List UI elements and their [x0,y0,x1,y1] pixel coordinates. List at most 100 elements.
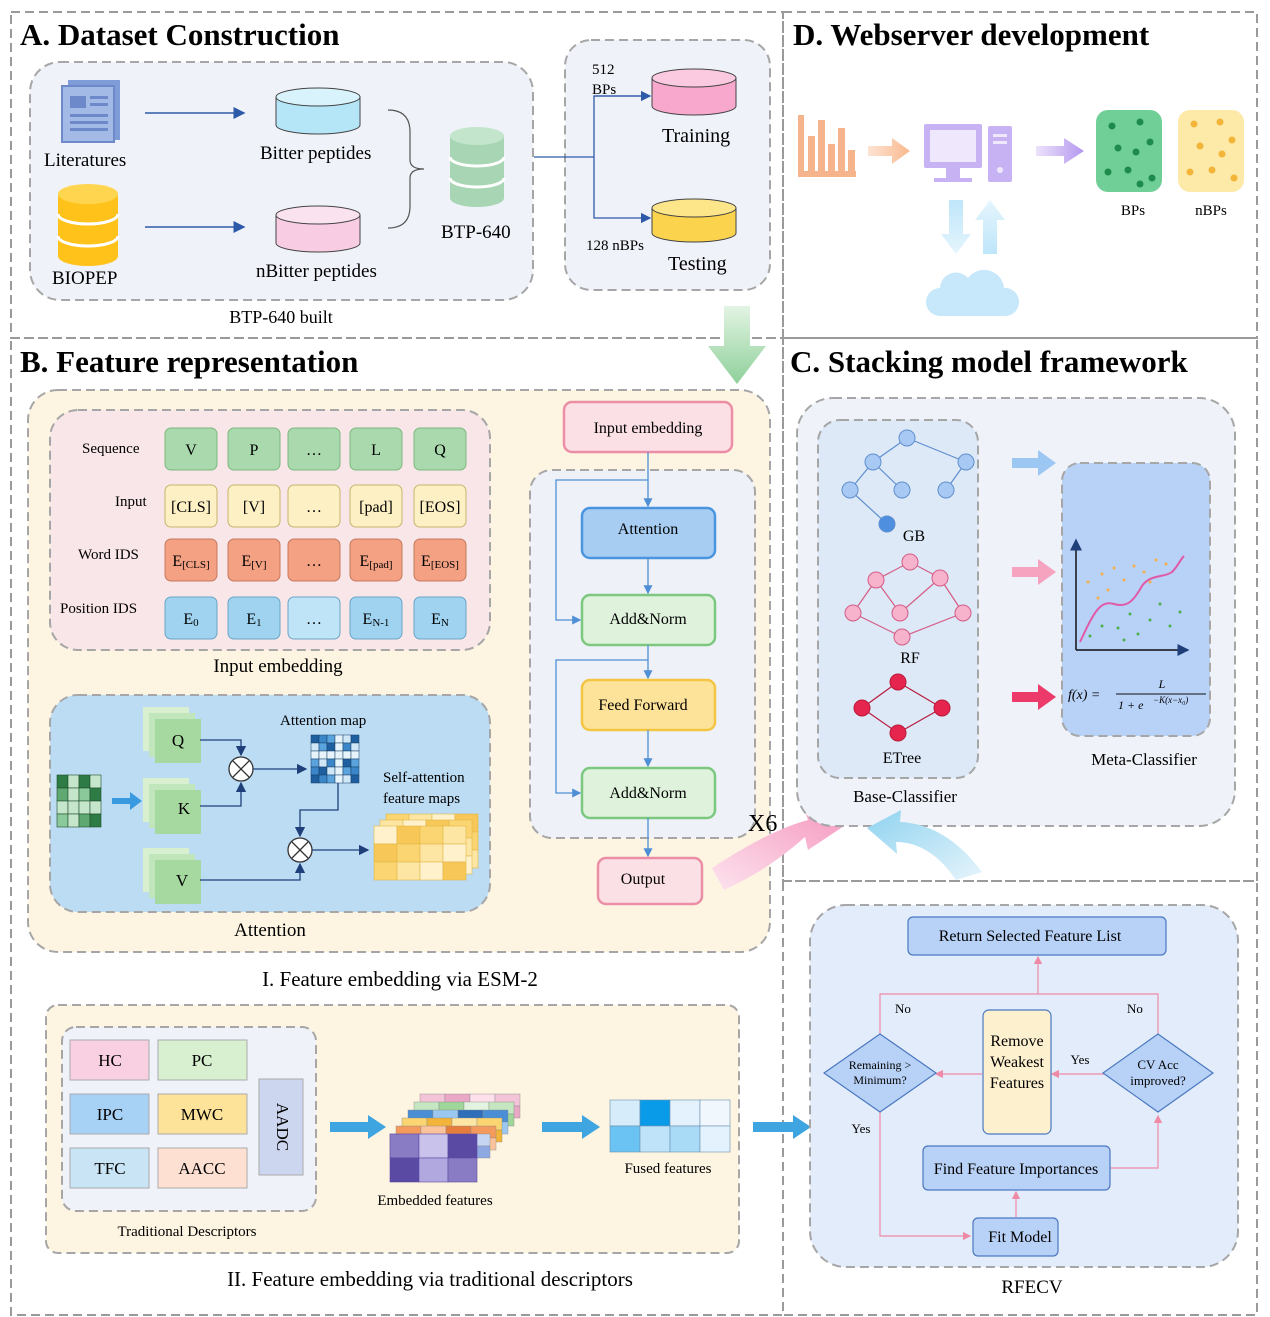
rf-label: RF [900,650,920,667]
sequence-token: P [250,442,259,459]
self-attention-label-1: Self-attention [383,770,465,786]
no-label-right: No [1127,1001,1143,1016]
position-id-token: E1 [246,611,261,629]
position-id-token-box [164,596,218,640]
feed-forward-label: Feed Forward [598,697,687,714]
word-id-token-box [227,538,281,582]
row-label-input: Input [115,494,147,510]
position-id-token-box [227,596,281,640]
nbitter-peptides-label: nBitter peptides [256,261,377,282]
btp-640-database-icon [448,127,506,207]
k-block [143,778,201,834]
transformer-input-embedding: Input embedding [594,420,703,437]
section-d-title: D. Webserver development [793,17,1150,52]
add-norm-1-label: Add&Norm [609,611,687,628]
etree-arrow [1012,684,1056,710]
multiply-node-1 [228,756,254,782]
input-token: [V] [243,499,265,516]
section-a-title: A. Dataset Construction [20,17,339,52]
down-arrow-to-features [708,306,766,384]
word-id-token: E[EOS] [421,553,459,571]
testing-count-label: 128 nBPs [586,238,644,254]
q-block [143,707,201,763]
input-token-box [164,484,218,528]
row-label-word-ids: Word IDS [78,547,139,563]
traditional-panel: HC PC IPC MWC TFC AACC AADC Traditional … [45,1004,740,1291]
biopep-database-icon [56,184,120,266]
matrix-arrow [112,792,142,810]
input-token: [EOS] [420,499,461,516]
attention-map-label: Attention map [280,713,366,729]
embedded-features-stack [389,1093,521,1183]
repeat-x6-label: X6 [748,811,777,837]
stacking-panel: GB RF ETree Base-Classifier [796,397,1236,827]
rfecv-panel: Return Selected Feature List No No Remai… [809,904,1239,1298]
formula-exponent: −K(x−x₀) [1153,695,1188,705]
sequence-token: Q [434,442,446,459]
input-matrix-icon [56,774,102,828]
gb-label: GB [903,528,925,545]
add-norm-2-label: Add&Norm [609,785,687,802]
sequence-token-box [287,427,341,471]
no-label-left: No [895,1001,911,1016]
cv-acc-condition-line2: improved? [1130,1073,1186,1088]
section-b-title: B. Feature representation [20,344,358,379]
pink-arrow-to-stacking [712,808,844,890]
attention-caption: Attention [234,920,306,941]
word-id-token-box [349,538,403,582]
meta-classifier-label: Meta-Classifier [1091,750,1197,769]
mwc-label: MWC [181,1105,224,1124]
cloud-icon [926,269,1020,316]
word-id-token-box [287,538,341,582]
etree-icon [853,673,951,742]
input-token-box [227,484,281,528]
input-token-box [287,484,341,528]
logistic-formula: f(x) = L 1 + e −K(x−x₀) [1068,677,1206,712]
position-id-token-box [413,596,467,640]
row-label-position-ids: Position IDS [60,601,137,617]
input-token: … [306,499,322,516]
word-id-token: E[CLS] [172,553,209,571]
word-id-token-box [413,538,467,582]
nbps-label: nBPs [1195,203,1227,219]
input-embedding-caption: Input embedding [213,656,343,677]
training-count-number: 512 [592,62,615,78]
base-classifier-label: Base-Classifier [853,787,957,806]
attention-panel: Q K V Attention map Self-attention featu… [49,694,491,941]
attention-layer-label: Attention [618,521,678,538]
bitter-peptides-label: Bitter peptides [260,143,371,164]
sequence-token: V [185,442,197,459]
training-cylinder [651,68,737,116]
computer-icon [924,124,1012,182]
fit-model-box: Fit Model [988,1229,1052,1246]
section-borders [10,11,1258,1316]
cv-acc-condition-line1: CV Acc [1137,1057,1179,1072]
word-id-token: … [306,553,322,570]
aadc-label: AADC [273,1103,292,1151]
word-id-token: E[V] [241,553,266,571]
remaining-condition-line1: Remaining > [849,1058,912,1072]
remove-weakest-line2: Weakest [990,1054,1044,1071]
embedded-features-label: Embedded features [377,1193,493,1209]
sequence-token: … [306,442,322,459]
position-id-token: … [306,611,322,628]
self-attention-label-2: feature maps [383,791,460,807]
down-arrow-to-cloud [941,200,971,254]
orange-arrow [868,138,910,164]
rfecv-caption: RFECV [1001,1277,1063,1298]
sequence-token-box [413,427,467,471]
q-label: Q [172,731,184,750]
bitter-peptides-cylinder [275,87,361,135]
up-arrow-from-cloud [975,200,1005,254]
etree-label: ETree [883,750,922,767]
biopep-label: BIOPEP [52,268,117,289]
testing-label: Testing [668,253,727,275]
v-label: V [176,871,189,890]
pc-label: PC [192,1051,213,1070]
gb-arrow [1012,450,1056,476]
self-attention-feature-maps [373,813,479,881]
fused-features-grid [609,1099,731,1153]
